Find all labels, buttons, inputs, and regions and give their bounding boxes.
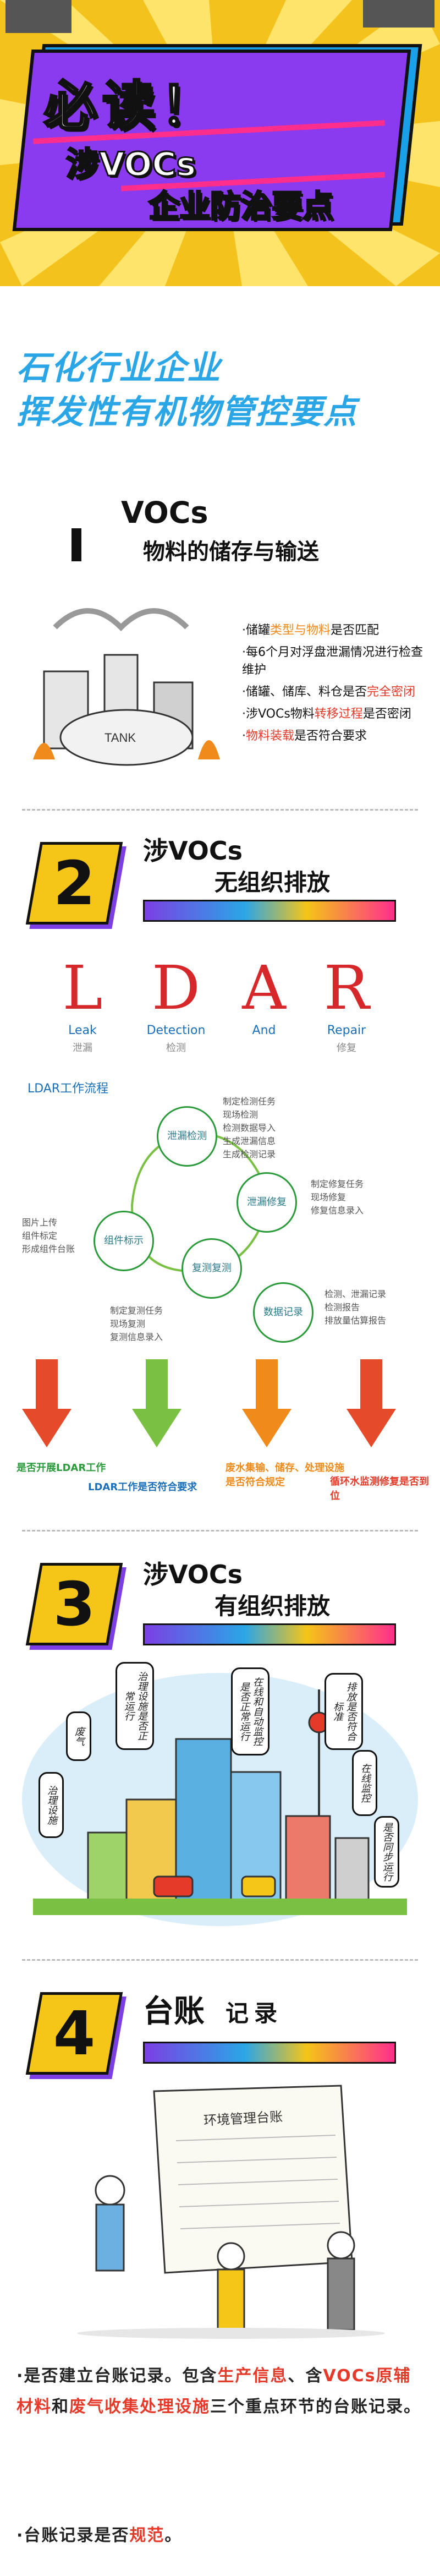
tag-emission-standard: 排放是否符合标准	[324, 1673, 363, 1750]
repair-task-list: 制定修复任务现场修复修复信息录入	[311, 1179, 364, 1216]
down-arrow-icon	[242, 1359, 292, 1447]
ldar-cn-repair: 修复	[337, 1042, 356, 1054]
recheck-task-list: 制定复测任务现场复测复测信息录入	[110, 1305, 163, 1342]
banner-title-line3: 企业防治要点	[148, 188, 334, 226]
tag-online-monitor: 在线和自动监控是否正常运行	[231, 1667, 270, 1755]
section3-subtitle: 有组织排放	[215, 1593, 331, 1620]
section2-color-bar	[143, 900, 396, 922]
storage-tank-illustration: TANK	[33, 608, 220, 766]
bullet-item: ·涉VOCs物料转移过程是否密闭	[242, 707, 411, 721]
check-ldar-label: 是否开展LDAR工作	[16, 1462, 106, 1474]
ldar-flow-title: LDAR工作流程	[28, 1082, 109, 1096]
section1-subtitle: 物料的储存与输送	[143, 539, 319, 565]
tag-treatment-running: 治理设施是否正常运行	[116, 1662, 154, 1750]
detect-task-list: 制定检测任务现场检测检测数据导入生成泄漏信息生成检测记录	[223, 1096, 276, 1160]
ldar-cn-detection: 检测	[166, 1042, 186, 1054]
section2-title: 涉VOCs	[143, 836, 243, 866]
ldar-en-leak: Leak	[68, 1024, 97, 1037]
label-task-list: 图片上传组件标定形成组件台账	[22, 1217, 75, 1254]
down-arrow-icon	[132, 1359, 182, 1447]
section3-title: 涉VOCs	[143, 1560, 243, 1589]
flow-node-recheck: 复测复测	[182, 1238, 242, 1299]
section1-title: VOCs	[121, 495, 208, 530]
section1-bullets: ·储罐类型与物料是否匹配 ·每6个月对浮盘泄漏情况进行检查维护 ·储罐、储库、料…	[242, 622, 424, 750]
bullet-item: ·每6个月对浮盘泄漏情况进行检查维护	[242, 646, 423, 677]
section-divider	[22, 1530, 418, 1532]
ldar-letter-l: L	[62, 953, 103, 1023]
down-arrow-icon	[346, 1359, 396, 1447]
svg-text:TANK: TANK	[105, 731, 136, 745]
check-cooling-water-label: 循环水监测修复是否到位	[330, 1476, 429, 1502]
tag-sync-running: 是否同步运行	[374, 1816, 399, 1888]
ldar-en-and: And	[252, 1024, 276, 1037]
page-subtitle-line1: 石化行业企业	[16, 349, 221, 387]
ldar-letter-r: R	[323, 953, 370, 1023]
section2-subtitle: 无组织排放	[215, 869, 331, 896]
check-wastewater-label: 废水集输、储存、处理设施是否符合规定	[226, 1462, 344, 1488]
ldar-en-detection: Detection	[146, 1024, 206, 1037]
section3-number-badge: 3	[25, 1563, 123, 1645]
banner-title-line2: 涉VOCs	[65, 145, 196, 185]
section4-color-bar	[143, 2042, 396, 2064]
record-task-list: 检测、泄漏记录检测报告排放量估算报告	[324, 1289, 387, 1326]
flow-node-detect: 泄漏检测	[157, 1106, 217, 1167]
ldar-letter-d: D	[151, 953, 201, 1023]
section2-number-badge: 2	[25, 842, 123, 925]
section1-number-bar	[72, 528, 81, 561]
bullet-item: ·储罐、储库、料仓是否完全密闭	[242, 685, 416, 699]
tag-exhaust: 废气	[66, 1711, 91, 1761]
banner-title: 必读！	[43, 74, 219, 138]
ldar-cn-leak: 泄漏	[73, 1042, 92, 1054]
section4-title: 台账	[143, 1994, 205, 2030]
section-divider	[22, 809, 418, 811]
check-ldar-compliance-label: LDAR工作是否符合要求	[88, 1481, 197, 1493]
bullet-item: ·物料装载是否符合要求	[242, 729, 367, 743]
flow-node-repair: 泄漏修复	[237, 1172, 297, 1233]
ledger-requirement-2: ·台账记录是否规范。	[16, 2526, 183, 2545]
ldar-en-repair: Repair	[327, 1024, 366, 1037]
section3-color-bar	[143, 1623, 396, 1645]
tag-online-monitoring: 在线监控	[352, 1750, 377, 1816]
section4-subtitle: 记录	[226, 2000, 283, 2027]
section-divider	[22, 1959, 418, 1961]
tag-treatment-facility: 治理设施	[38, 1772, 64, 1838]
ledger-requirement-1: ·是否建立台账记录。包含生产信息、含VOCs原辅材料和废气收集处理设施三个重点环…	[16, 2366, 421, 2416]
ledger-document-illustration	[77, 2085, 385, 2339]
page-subtitle-line2: 挥发性有机物管控要点	[16, 393, 358, 431]
ldar-letter-a: A	[242, 953, 286, 1023]
section4-number-badge: 4	[25, 1992, 123, 2075]
header-banner: 必读！ 涉VOCs 企业防治要点	[0, 0, 440, 286]
down-arrow-icon	[22, 1359, 72, 1447]
flow-node-label: 组件标示	[94, 1211, 154, 1271]
bullet-item: ·储罐类型与物料是否匹配	[242, 624, 380, 637]
flow-node-record: 数据记录	[253, 1282, 314, 1343]
